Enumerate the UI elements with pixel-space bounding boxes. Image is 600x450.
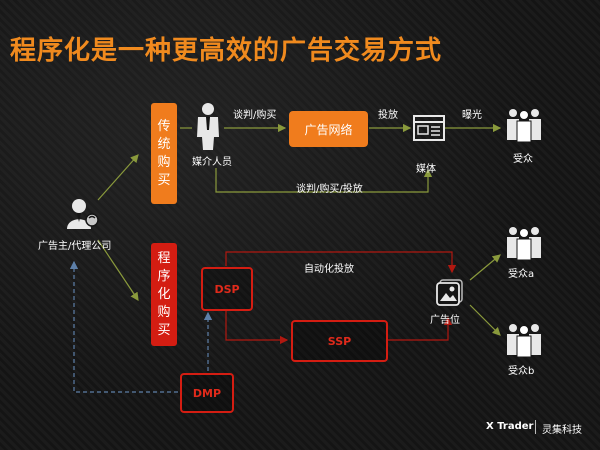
- advertiser-icon: [64, 196, 100, 234]
- traditional-char: 统: [157, 136, 171, 152]
- programmatic-char: 化: [157, 286, 171, 302]
- audience-label: 受众: [513, 154, 533, 165]
- ad-network-box: 广告网络: [289, 111, 368, 147]
- audience-b-label: 受众b: [508, 366, 535, 377]
- programmatic-buying-box: 程 序 化 购 买: [151, 243, 177, 346]
- audience-group-icon: [505, 106, 543, 146]
- audience-b-icon: [505, 321, 543, 361]
- exposure-label: 曝光: [462, 110, 482, 121]
- audience-a-icon: [505, 224, 543, 264]
- programmatic-char: 买: [157, 322, 171, 338]
- programmatic-char: 序: [157, 268, 171, 284]
- media-buyer-icon: [194, 102, 222, 154]
- dmp-box: DMP: [180, 373, 234, 413]
- deliver-label: 投放: [378, 110, 398, 121]
- advertiser-label: 广告主/代理公司: [38, 241, 112, 252]
- dsp-box: DSP: [201, 267, 253, 311]
- ad-slot-image-icon: [436, 279, 464, 311]
- footer-company: 灵集科技: [542, 425, 582, 436]
- media-browser-icon: [413, 115, 445, 145]
- traditional-char: 买: [157, 172, 171, 188]
- traditional-buying-box: 传 统 购 买: [151, 103, 177, 204]
- negotiate-buy-deliver-label: 谈判/购买/投放: [296, 184, 363, 195]
- programmatic-char: 程: [157, 250, 171, 266]
- footer-brand: X Trader: [486, 421, 534, 432]
- negotiate-buy-label: 谈判/购买: [233, 110, 277, 121]
- programmatic-char: 购: [157, 304, 171, 320]
- ad-slot-label: 广告位: [430, 315, 460, 326]
- media-buyer-label: 媒介人员: [192, 157, 232, 168]
- media-label: 媒体: [416, 164, 436, 175]
- ssp-box: SSP: [291, 320, 388, 362]
- auto-deliver-label: 自动化投放: [304, 264, 354, 275]
- footer-divider: [535, 420, 536, 434]
- traditional-char: 传: [157, 118, 171, 134]
- audience-a-label: 受众a: [508, 269, 535, 280]
- page-title: 程序化是一种更高效的广告交易方式: [10, 36, 443, 66]
- traditional-char: 购: [157, 154, 171, 170]
